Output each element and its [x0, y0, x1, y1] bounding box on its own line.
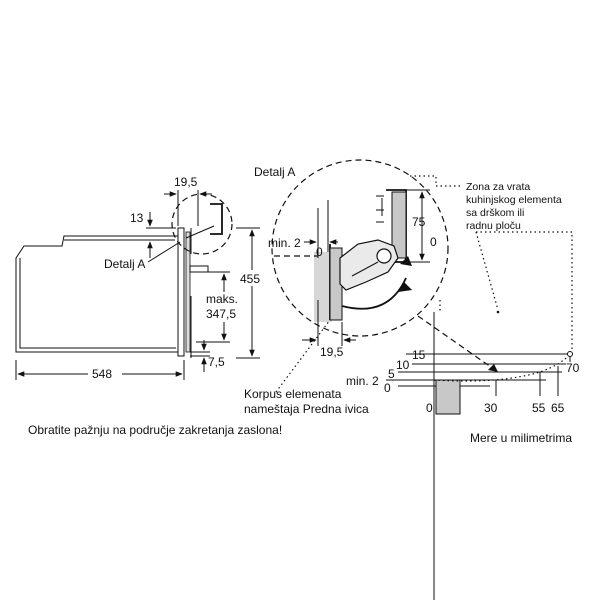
swing-y-10: 10: [396, 358, 410, 372]
dimension-max: maks. 347,5: [196, 271, 244, 343]
swing-y-0: 0: [384, 381, 391, 395]
detail-19-5-label: 19,5: [320, 345, 344, 359]
dimension-width: 548: [15, 360, 185, 381]
swing-y-5: 5: [388, 367, 395, 381]
bottom-label: 7,5: [208, 355, 225, 369]
dimension-height: 455: [236, 227, 268, 359]
zone-note-line1: Zona za vrata: [466, 181, 530, 193]
detail-zero-right: 0: [430, 235, 437, 249]
dimension-top-offset: 19,5: [164, 175, 212, 226]
zone-note-line4: radnu ploču: [466, 220, 521, 232]
width-label: 548: [92, 367, 112, 381]
detail-75-label: 75: [412, 215, 426, 229]
side-offset-label: 13: [130, 211, 144, 225]
top-offset-label: 19,5: [174, 175, 198, 189]
swing-x-30: 30: [484, 401, 498, 415]
dimension-side-offset: 13: [130, 211, 176, 258]
detail-a-title: Detalj A: [254, 165, 295, 179]
detail-zero-left: 0: [316, 245, 323, 259]
furniture-note: Korpus elemenata nameštaja Predna ivica: [244, 319, 369, 416]
swing-x-55: 55: [532, 401, 546, 415]
oven-side-view: [15, 193, 233, 358]
max-value: 347,5: [206, 307, 236, 321]
detail-min2-label: min. 2: [268, 236, 301, 250]
swing-profile: 15 10 5 min. 2 0 0 30 55 65 70: [346, 312, 580, 600]
warning-note: Obratite pažnju na područje zakretanja z…: [28, 423, 282, 437]
swing-y-15: 15: [412, 348, 426, 362]
max-label: maks.: [206, 292, 238, 306]
detail-a-label-small: Detalj A: [104, 257, 145, 271]
swing-x-70: 70: [566, 361, 580, 375]
furniture-note-line1: Korpus elemenata: [244, 387, 342, 401]
swing-x-0: 0: [426, 401, 433, 415]
detail-a-callout: Detalj A: [104, 241, 181, 271]
swing-y-min2: min. 2: [346, 374, 379, 388]
zone-note-line3: sa drškom ili: [466, 207, 524, 219]
detail-a-enlarged: min. 2 0 75 0 19,5 Detalj A: [254, 159, 449, 359]
units-note: Mere u milimetrima: [470, 431, 572, 445]
dimension-bottom: 7,5: [190, 340, 225, 372]
height-label: 455: [240, 272, 260, 286]
zone-note-line2: kuhinjskog elementa: [466, 194, 562, 206]
swing-x-65: 65: [551, 401, 565, 415]
furniture-note-line2: nameštaja Predna ivica: [244, 402, 369, 416]
zone-note: Zona za vrata kuhinjskog elementa sa drš…: [436, 181, 573, 350]
